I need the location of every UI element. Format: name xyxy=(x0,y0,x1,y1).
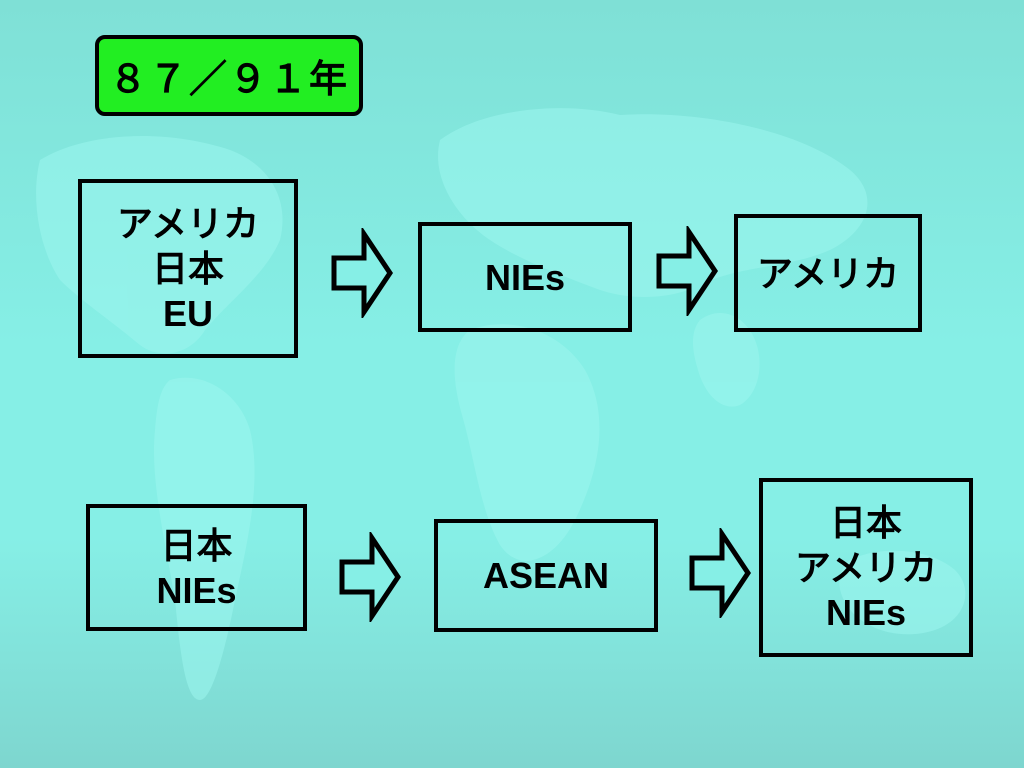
box-line: NIEs xyxy=(484,256,566,298)
box-row2-source: 日本 NIEs xyxy=(86,504,307,631)
box-row1-middle: NIEs xyxy=(418,222,632,332)
box-line: 日本 xyxy=(829,502,902,543)
title-badge: ８７／９１年 xyxy=(95,35,363,116)
box-line: 日本 xyxy=(151,248,224,289)
box-row1-source: アメリカ 日本 EU xyxy=(78,179,298,358)
box-line: 日本 xyxy=(160,524,233,566)
box-line: NIEs xyxy=(156,569,237,611)
box-line: アメリカ xyxy=(116,203,260,244)
box-line: ASEAN xyxy=(482,555,610,596)
box-row2-middle: ASEAN xyxy=(434,519,658,632)
outline-right-arrow-icon xyxy=(656,226,719,316)
outline-right-arrow-icon xyxy=(339,532,402,622)
box-row2-destination: 日本 アメリカ NIEs xyxy=(759,478,973,657)
box-line: NIEs xyxy=(825,592,907,633)
box-line: アメリカ xyxy=(794,547,938,588)
outline-right-arrow-icon xyxy=(689,528,752,618)
outline-right-arrow-icon xyxy=(331,228,394,318)
box-line: EU xyxy=(162,293,213,334)
box-row1-destination: アメリカ xyxy=(734,214,922,332)
box-line: アメリカ xyxy=(756,252,900,294)
